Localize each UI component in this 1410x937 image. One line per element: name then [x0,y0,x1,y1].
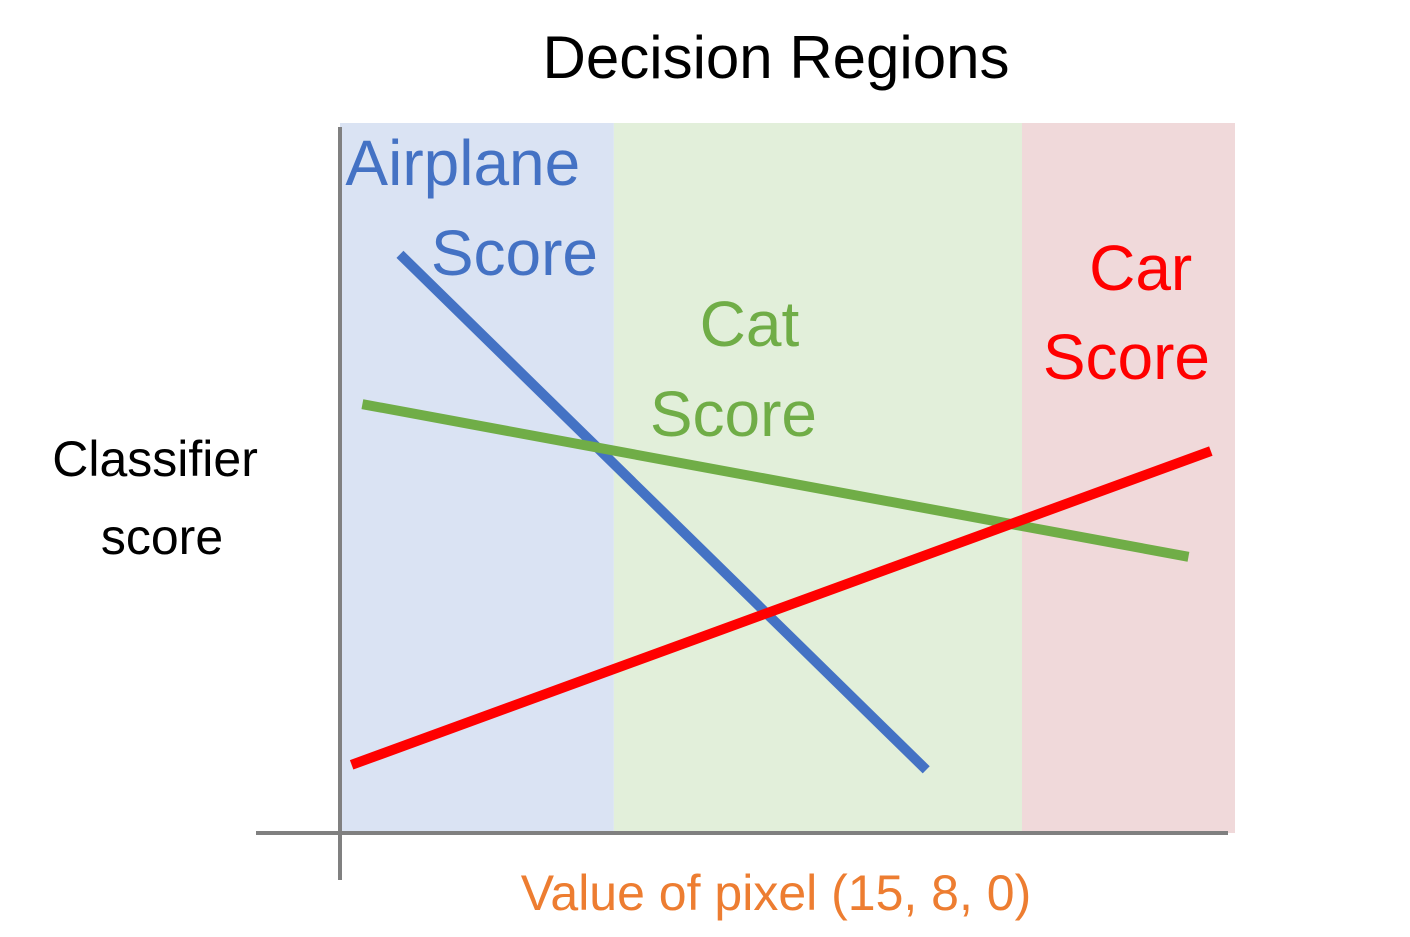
airplane-score-label-line-2: Score [431,217,598,289]
y-axis-label-line-2: score [101,509,223,565]
regions-layer [340,123,1235,833]
region-cat [613,123,1022,833]
cat-score-label-line-2: Score [650,378,817,450]
y-axis-label: Classifier score [52,431,272,565]
car-score-label: Car Score [1043,232,1210,393]
lines-layer [349,250,1213,774]
cat-score-line [361,399,1190,562]
car-score-label-line-1: Car [1089,232,1192,304]
airplane-score-label-line-1: Airplane [345,127,580,199]
x-axis-label: Value of pixel (15, 8, 0) [521,865,1031,921]
y-axis-label-line-1: Classifier [52,431,258,487]
chart-title: Decision Regions [543,24,1010,91]
cat-score-label: Cat Score [650,288,817,450]
cat-score-label-line-1: Cat [700,288,800,360]
airplane-score-label: Airplane Score [345,127,598,289]
car-score-label-line-2: Score [1043,321,1210,393]
car-score-line [349,446,1213,770]
airplane-score-line [396,250,930,774]
